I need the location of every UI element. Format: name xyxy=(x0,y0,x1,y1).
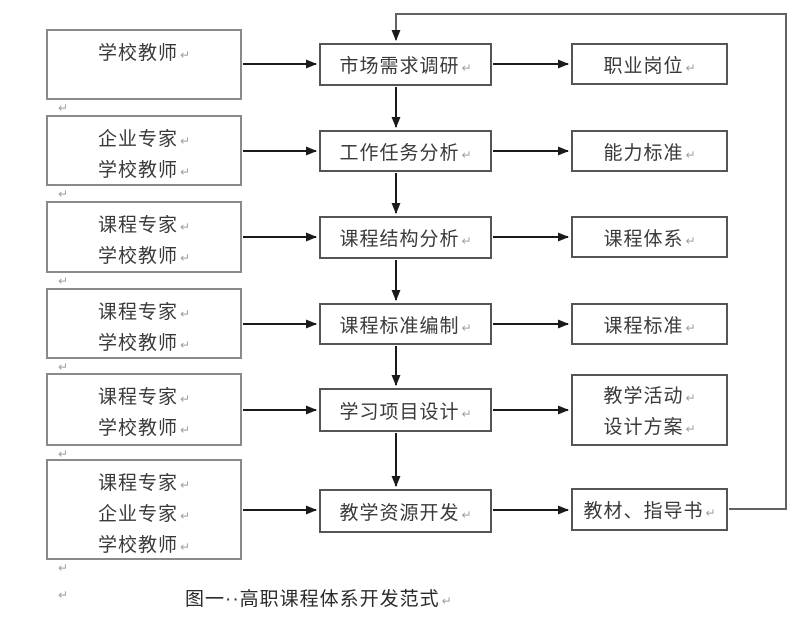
return-mark: ↵ xyxy=(461,320,472,335)
participant-line: 学校教师↵ xyxy=(97,160,191,181)
return-mark: ↵ xyxy=(461,406,472,421)
participants-box-row2: 企业专家↵ 学校教师↵ xyxy=(46,115,242,186)
return-mark: ↵ xyxy=(461,147,472,162)
process-box-standard-compilation: 课程标准编制↵ xyxy=(319,303,492,345)
return-mark: ↵ xyxy=(179,165,191,179)
participants-box-row6: 课程专家↵ 企业专家↵ 学校教师↵ xyxy=(46,459,242,560)
return-mark: ↵ xyxy=(685,320,696,335)
participants-box-row4: 课程专家↵ 学校教师↵ xyxy=(46,288,242,359)
participant-line: 学校教师↵ xyxy=(97,418,191,439)
return-mark: ↵ xyxy=(179,478,191,492)
return-mark: ↵ xyxy=(179,251,191,265)
output-box-row3: 课程体系↵ xyxy=(571,216,728,258)
process-label: 课程标准编制↵ xyxy=(339,315,472,337)
output-box-row1: 职业岗位↵ xyxy=(571,43,728,85)
paragraph-mark: ↵ xyxy=(58,447,69,461)
output-label: 职业岗位↵ xyxy=(603,55,696,77)
process-box-resource-development: 教学资源开发↵ xyxy=(319,489,492,533)
process-label: 课程结构分析↵ xyxy=(339,229,472,250)
return-mark: ↵ xyxy=(461,507,472,522)
participants-box-row1: 学校教师↵ xyxy=(46,29,242,100)
process-box-project-design: 学习项目设计↵ xyxy=(319,388,492,432)
participant-line: 学校教师↵ xyxy=(97,43,191,64)
output-label: 教材、指导书↵ xyxy=(583,501,716,522)
paragraph-mark: ↵ xyxy=(58,561,69,575)
participant-line: 课程专家↵ xyxy=(97,215,191,236)
return-mark: ↵ xyxy=(685,391,696,405)
paragraph-mark: ↵ xyxy=(58,588,69,602)
participants-box-row3: 课程专家↵ 学校教师↵ xyxy=(46,201,242,273)
participant-line: 课程专家↵ xyxy=(97,387,191,408)
process-box-structure-analysis: 课程结构分析↵ xyxy=(319,216,492,259)
participant-line: 企业专家↵ xyxy=(97,129,191,150)
paragraph-mark: ↵ xyxy=(58,187,69,201)
participant-line: 课程专家↵ xyxy=(97,473,191,494)
process-label: 市场需求调研↵ xyxy=(339,56,472,77)
paragraph-mark: ↵ xyxy=(58,274,69,288)
participants-box-row5: 课程专家↵ 学校教师↵ xyxy=(46,373,242,446)
participant-line: 学校教师↵ xyxy=(97,246,191,267)
return-mark: ↵ xyxy=(179,220,191,234)
output-box-row2: 能力标准↵ xyxy=(571,130,728,172)
process-label: 学习项目设计↵ xyxy=(339,401,472,423)
return-mark: ↵ xyxy=(179,392,191,406)
process-label: 教学资源开发↵ xyxy=(339,502,472,524)
output-box-row5: 教学活动↵ 设计方案↵ xyxy=(571,374,728,446)
feedback-loop-line xyxy=(391,13,787,510)
return-mark: ↵ xyxy=(461,234,472,248)
participant-line: 课程专家↵ xyxy=(97,302,191,323)
return-mark: ↵ xyxy=(685,233,696,248)
return-mark: ↵ xyxy=(685,60,696,75)
return-mark: ↵ xyxy=(461,61,472,75)
process-label: 工作任务分析↵ xyxy=(339,142,472,164)
return-mark: ↵ xyxy=(179,509,191,523)
return-mark: ↵ xyxy=(179,307,191,321)
participant-line: 企业专家↵ xyxy=(97,504,191,525)
paragraph-mark: ↵ xyxy=(58,360,69,374)
participant-line: 学校教师↵ xyxy=(97,535,191,556)
output-label: 课程体系↵ xyxy=(603,228,696,250)
return-mark: ↵ xyxy=(705,506,716,520)
output-line: 教学活动↵ xyxy=(603,386,696,407)
output-line: 设计方案↵ xyxy=(603,417,696,438)
return-mark: ↵ xyxy=(685,422,696,436)
output-label: 能力标准↵ xyxy=(603,142,696,164)
process-box-task-analysis: 工作任务分析↵ xyxy=(319,130,492,172)
output-label: 课程标准↵ xyxy=(603,315,696,337)
return-mark: ↵ xyxy=(685,147,696,162)
return-mark: ↵ xyxy=(179,540,191,554)
output-box-row6: 教材、指导书↵ xyxy=(571,488,728,531)
return-mark: ↵ xyxy=(179,338,191,352)
output-box-row4: 课程标准↵ xyxy=(571,303,728,345)
return-mark: ↵ xyxy=(441,594,452,608)
figure-caption: 图一··高职课程体系开发范式↵ xyxy=(185,589,452,610)
return-mark: ↵ xyxy=(179,48,191,62)
paragraph-mark: ↵ xyxy=(58,101,69,115)
return-mark: ↵ xyxy=(179,134,191,148)
return-mark: ↵ xyxy=(179,423,191,437)
participant-line: 学校教师↵ xyxy=(97,333,191,354)
process-box-market-research: 市场需求调研↵ xyxy=(319,43,492,86)
